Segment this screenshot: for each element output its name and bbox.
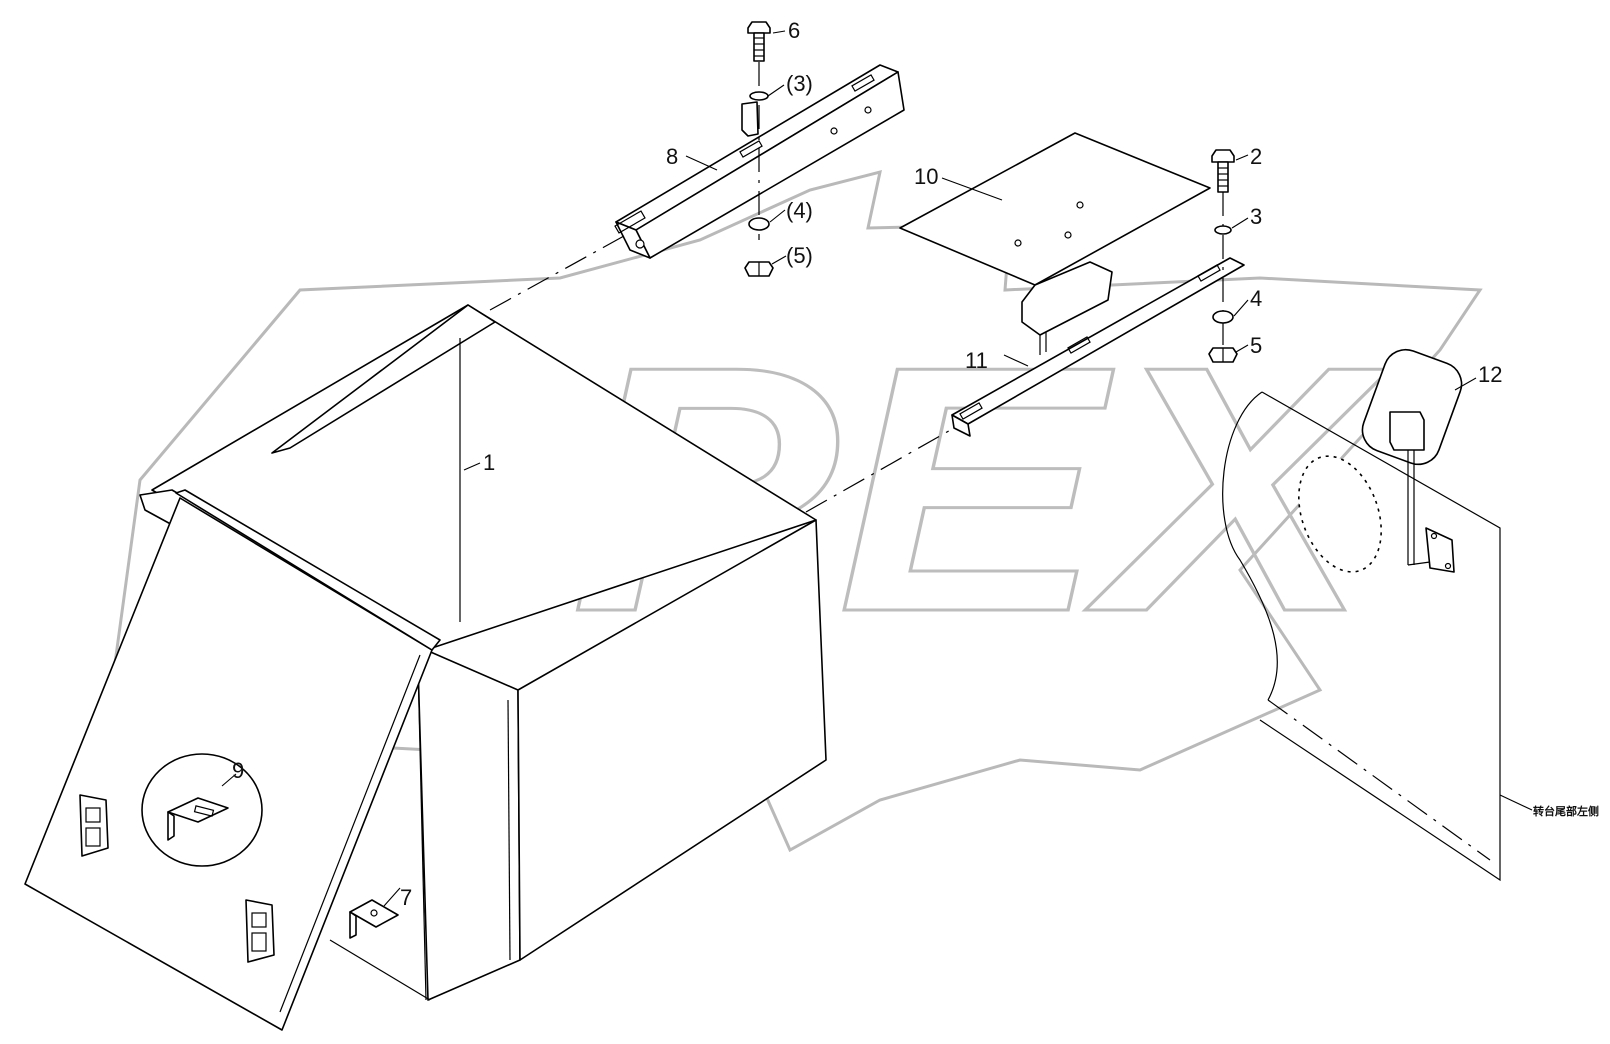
callout-9: 9: [232, 758, 244, 783]
callout-8: 8: [666, 144, 678, 169]
callout-5-paren: (5): [786, 243, 813, 268]
leader-lines: [221, 30, 1533, 907]
callout-2: 2: [1250, 144, 1262, 169]
callout-labels: 1 2 3 4 5 6 (3) (4) (5) 7 8 9 10 11 12 转…: [232, 18, 1599, 910]
part-plate-10: [899, 132, 1211, 355]
door-latch-right: [245, 899, 275, 963]
callout-6: 6: [788, 18, 800, 43]
part-mirror-12: [1222, 348, 1501, 882]
callout-1: 1: [483, 450, 495, 475]
door-latch-left: [79, 794, 109, 857]
callout-7: 7: [400, 885, 412, 910]
part-bracket-8: [614, 64, 905, 259]
callout-10: 10: [914, 164, 938, 189]
part-bracket-7: [349, 899, 399, 939]
part-bracket-11: [951, 257, 1245, 437]
bolt-stack-right: [1208, 149, 1238, 363]
callout-3: 3: [1250, 204, 1262, 229]
bolt-stack-left: [744, 21, 774, 277]
detail-circle-bracket-9: [141, 753, 263, 867]
callout-12: 12: [1478, 362, 1502, 387]
side-note-rear-left: 转台尾部左侧: [1533, 804, 1599, 818]
callout-11: 11: [965, 348, 988, 373]
part-door-panel: [24, 489, 441, 1031]
callout-4-paren: (4): [786, 198, 813, 223]
callout-3-paren: (3): [786, 71, 813, 96]
callout-4: 4: [1250, 286, 1262, 311]
callout-5: 5: [1250, 333, 1262, 358]
assembly-centerlines: [489, 235, 955, 513]
